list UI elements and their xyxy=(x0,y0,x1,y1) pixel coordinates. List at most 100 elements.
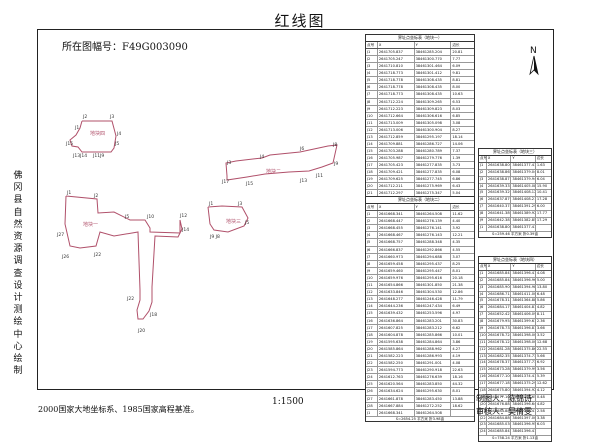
table-cell: 38461396.650 xyxy=(512,394,536,401)
table-cell: J26 xyxy=(366,388,378,395)
table-cell: 2641660.973 xyxy=(378,253,415,260)
table-cell: 2641595.638 xyxy=(378,338,415,345)
north-arrow-icon: N xyxy=(529,46,539,76)
svg-text:J5: J5 xyxy=(244,220,249,226)
table-cell: J6 xyxy=(479,305,487,312)
table-cell: 2641710.810 xyxy=(378,63,415,70)
table-cell: 38461306.616 xyxy=(415,112,452,119)
sheet-number: 所在图幅号：F49G003090 xyxy=(62,42,188,53)
table-cell: 2641676.881 xyxy=(487,401,512,408)
table-cell: J12 xyxy=(366,126,378,133)
table-cell: 2641712.211 xyxy=(378,183,415,190)
table-header-cell: X xyxy=(378,42,415,49)
table-cell: 8.11 xyxy=(536,312,545,317)
table-cell: 38461288.962 xyxy=(415,345,452,352)
table-cell: 18.14 xyxy=(452,134,463,139)
table-cell: J8 xyxy=(479,211,487,218)
table-cell: 38461280.789 xyxy=(415,147,452,154)
table-cell: 38461398.001 xyxy=(512,332,536,339)
table-cell: J9 xyxy=(366,267,378,274)
table-cell: 38461309.265 xyxy=(415,98,452,105)
table-cell: 14.06 xyxy=(452,141,463,146)
table-cell: J17 xyxy=(366,162,378,169)
table-cell: 38461396.961 xyxy=(512,277,536,284)
table-cell: 6.92 xyxy=(536,360,545,365)
svg-text:J18: J18 xyxy=(149,312,157,318)
table-cell: J8 xyxy=(366,260,378,267)
table-cell: J15 xyxy=(366,147,378,154)
table-cell: 2641713.009 xyxy=(378,119,415,126)
table-cell: 38461382.854 xyxy=(512,218,536,224)
table-cell: J11 xyxy=(366,282,378,289)
table-cell: 2641718.773 xyxy=(378,70,415,77)
table-cell: 2641677.187 xyxy=(487,381,512,388)
table-header-cell: 边长 xyxy=(452,43,460,47)
table-title: 界址点坐标表（地块二） xyxy=(366,197,474,204)
table-cell: J11 xyxy=(480,339,487,346)
table-cell: 38461300.904 xyxy=(415,126,452,133)
table-cell: J21 xyxy=(366,352,378,360)
table-cell: J7 xyxy=(479,204,487,211)
table-cell: 2641641.389 xyxy=(487,211,512,218)
table-cell: 2641666.837 xyxy=(378,246,415,253)
table-cell: 38461405.083 xyxy=(512,183,536,190)
table-cell: 38461396.419 xyxy=(512,408,536,415)
table-header-cell: 边长 xyxy=(452,205,460,209)
table-cell: 38461396.419 xyxy=(512,429,536,436)
table-cell: J14 xyxy=(480,360,487,367)
table-cell: 4.55 xyxy=(452,247,461,252)
table-cell: 2641712.223 xyxy=(378,105,415,112)
table-cell: J4 xyxy=(479,291,487,298)
svg-text:J26: J26 xyxy=(61,254,69,260)
table-cell xyxy=(536,225,551,231)
table-cell: J9 xyxy=(366,105,378,112)
parcel-1-boundary xyxy=(64,195,183,320)
table-cell: 38461396.419 xyxy=(512,270,536,277)
table-cell: 38461275.969 xyxy=(415,183,452,190)
svg-text:J1: J1 xyxy=(66,190,71,196)
table-header-cell: X xyxy=(487,264,512,270)
table-cell: 2641668.341 xyxy=(378,409,415,416)
table-cell: 2641685.842 xyxy=(487,270,512,277)
table-cell: 10.63 xyxy=(452,92,463,97)
table-cell: 8.03 xyxy=(452,106,461,111)
table-cell: 38461277.835 xyxy=(415,169,452,176)
table-header-cell: Y xyxy=(415,204,452,211)
table-cell: 38461276.141 xyxy=(415,225,452,232)
svg-text:J4: J4 xyxy=(116,131,121,137)
table-cell: 0.48 xyxy=(536,394,545,399)
table-cell: 2641678.724 xyxy=(487,332,512,339)
table-cell: 2641685.842 xyxy=(487,429,512,436)
table-cell: 8.25 xyxy=(452,261,461,266)
table-cell: J3 xyxy=(479,284,487,291)
table-cell: 2641712.664 xyxy=(378,112,415,119)
table-cell: 5.86 xyxy=(536,298,545,303)
table-cell: 12.86 xyxy=(452,290,463,295)
table-cell: 38461253.596 xyxy=(415,310,452,317)
table-cell: 38461283.850 xyxy=(415,381,452,388)
